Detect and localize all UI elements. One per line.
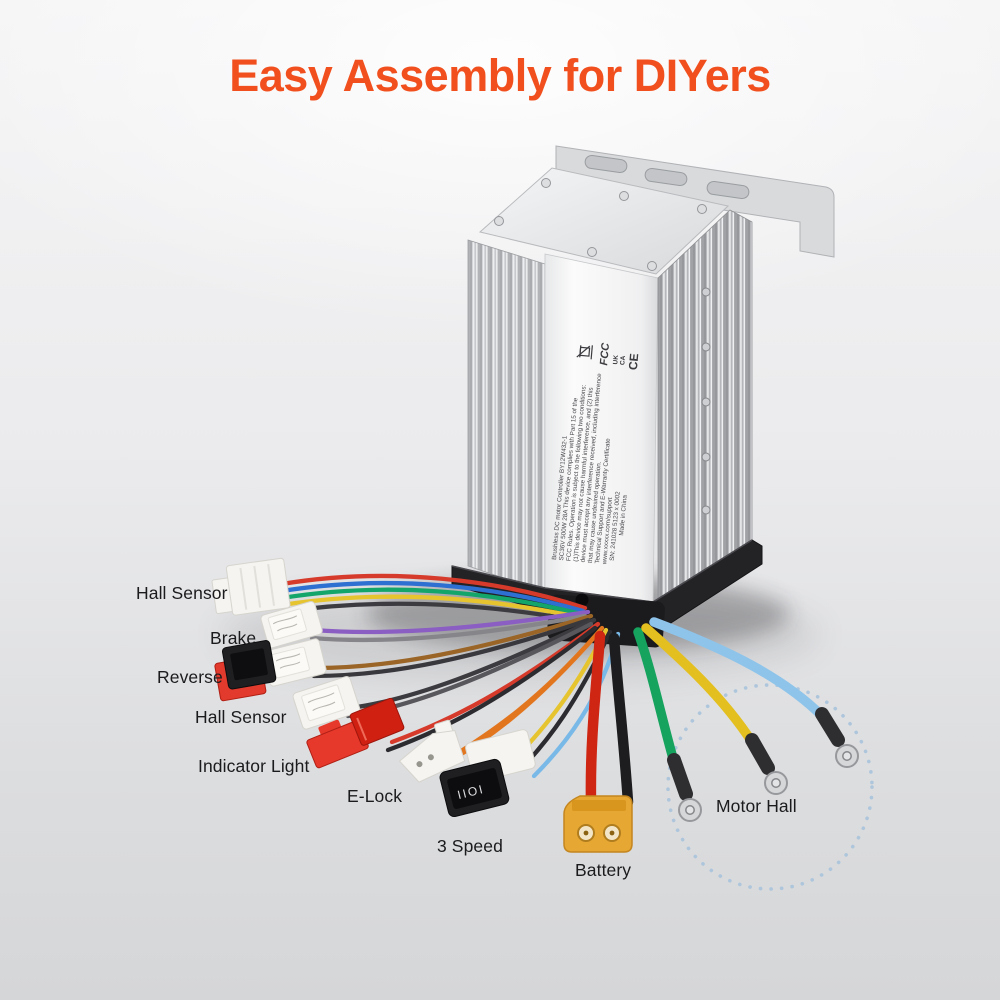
- indicator-wire-black: [385, 625, 598, 753]
- ce-mark: CE: [626, 353, 641, 371]
- made-in-label: Made in China: [618, 494, 629, 536]
- brake-wire-purple: [311, 609, 591, 635]
- battery-wire-red: [585, 630, 606, 808]
- top-screws: [494, 178, 707, 271]
- bracket-slot: [584, 154, 628, 174]
- hall-sensor-1-connector: [211, 557, 291, 616]
- page-title: Easy Assembly for DIYers: [229, 50, 771, 101]
- indicator-light-connector: [306, 697, 405, 769]
- hall1-wire-black: [279, 601, 578, 623]
- brake-connector: [260, 601, 323, 649]
- motor-wire-blue: [649, 617, 827, 721]
- callout-indicator-light: Indicator Light: [198, 756, 310, 776]
- callout-reverse: Reverse: [157, 667, 223, 687]
- side-screws: [701, 287, 711, 515]
- controller-heatsink-body: Brushless DC motor Controller BY12W432-1…: [451, 167, 763, 648]
- bracket-slot: [644, 167, 688, 187]
- reverse-wire-black: [311, 617, 591, 679]
- cap-hole: [575, 593, 589, 607]
- callout-battery: Battery: [575, 860, 632, 880]
- hall1-wire-red: [279, 573, 588, 611]
- callout-motor-hall: Motor Hall: [716, 796, 797, 816]
- motor-hall-dotted-circle: [666, 683, 874, 891]
- motor-ring-terminal-green: [667, 753, 702, 822]
- callout-three-speed: 3 Speed: [437, 836, 503, 856]
- top-plate: [478, 167, 730, 275]
- motor-ring-terminal-blue: [815, 707, 859, 768]
- callout-hall-sensor-2: Hall Sensor: [195, 707, 287, 727]
- hall-sensor-2-connector: [292, 675, 361, 730]
- ukca-mark-ca: CA: [619, 355, 627, 365]
- weee-bin-icon: [576, 345, 593, 360]
- battery-wire-black: [608, 632, 634, 808]
- ukca-mark-uk: UK: [612, 355, 620, 365]
- fcc-mark: FCC: [598, 341, 612, 366]
- motor-wire-yellow: [641, 623, 757, 747]
- left-fins-face: [467, 239, 546, 593]
- bracket-slot: [706, 180, 750, 200]
- spec-label: Brushless DC motor Controller BY12W432-1…: [551, 341, 641, 565]
- e-lock-connector: [398, 719, 466, 783]
- motor-ring-terminal-yellow: [745, 733, 788, 795]
- callout-e-lock: E-Lock: [347, 786, 403, 806]
- hall1-wire-blue: [279, 580, 586, 614]
- three-speed-switch: IIOI: [439, 729, 536, 818]
- brake-wire-gray: [309, 613, 588, 643]
- three-speed-marking: IIOI: [456, 782, 486, 802]
- callout-brake: Brake: [210, 628, 257, 648]
- callout-hall-sensor-1: Hall Sensor: [136, 583, 228, 603]
- hall2-wire-black: [347, 617, 597, 711]
- hall1-wire-green: [279, 587, 584, 617]
- reverse-rocker-switch: [214, 640, 277, 702]
- reverse-wire-brown: [313, 613, 594, 671]
- motor-wire-green: [633, 627, 679, 767]
- battery-xt60-connector: [563, 795, 633, 853]
- hall1-wire-yellow: [279, 594, 581, 620]
